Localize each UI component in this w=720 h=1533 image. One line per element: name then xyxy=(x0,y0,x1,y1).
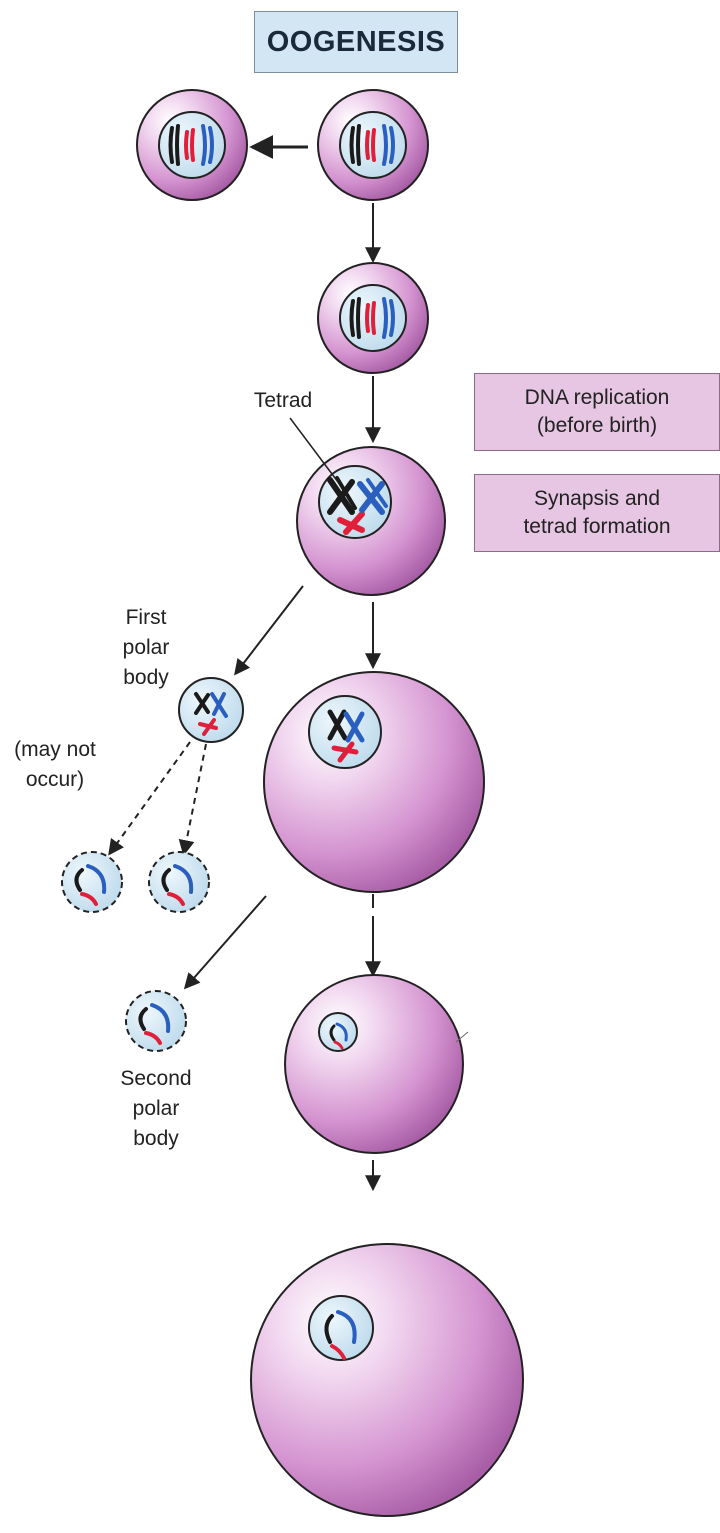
dashed-arrow-left xyxy=(110,742,190,853)
label-may-not-occur-line2: occur) xyxy=(0,765,110,795)
arrow-to-first-polar-body xyxy=(236,586,303,673)
ovum-cell xyxy=(285,975,468,1153)
step-synapsis: Synapsis and tetrad formation xyxy=(474,474,720,552)
label-second-polar-body-line2: polar xyxy=(96,1094,216,1124)
step-dna-replication-line1: DNA replication xyxy=(475,384,719,412)
oogonium-cell-left xyxy=(137,90,247,200)
step-dna-replication: DNA replication (before birth) xyxy=(474,373,720,451)
polar-body-division-left xyxy=(62,852,122,912)
label-tetrad: Tetrad xyxy=(228,386,338,416)
polar-body-division-right xyxy=(149,852,209,912)
primary-oocyte-cell xyxy=(318,263,428,373)
oogonium-cell-right xyxy=(318,90,428,200)
label-second-polar-body-line1: Second xyxy=(96,1064,216,1094)
step-synapsis-line1: Synapsis and xyxy=(475,485,719,513)
tetrad-cell xyxy=(297,447,445,595)
diagram-title: OOGENESIS xyxy=(254,11,458,73)
label-first-polar-body-line2: polar xyxy=(96,633,196,663)
step-dna-replication-line2: (before birth) xyxy=(475,412,719,440)
label-may-not-occur: (may not occur) xyxy=(0,735,110,795)
dashed-arrow-right xyxy=(184,744,206,853)
label-second-polar-body-line3: body xyxy=(96,1124,216,1154)
secondary-oocyte-cell xyxy=(264,672,484,892)
label-first-polar-body: First polar body xyxy=(96,603,196,693)
label-first-polar-body-line1: First xyxy=(96,603,196,633)
label-second-polar-body: Second polar body xyxy=(96,1064,216,1154)
mature-ovum-cell xyxy=(251,1244,523,1516)
label-may-not-occur-line1: (may not xyxy=(0,735,110,765)
second-polar-body xyxy=(126,991,186,1051)
step-synapsis-line2: tetrad formation xyxy=(475,513,719,541)
label-first-polar-body-line3: body xyxy=(96,663,196,693)
arrow-to-second-polar-body xyxy=(186,896,266,987)
